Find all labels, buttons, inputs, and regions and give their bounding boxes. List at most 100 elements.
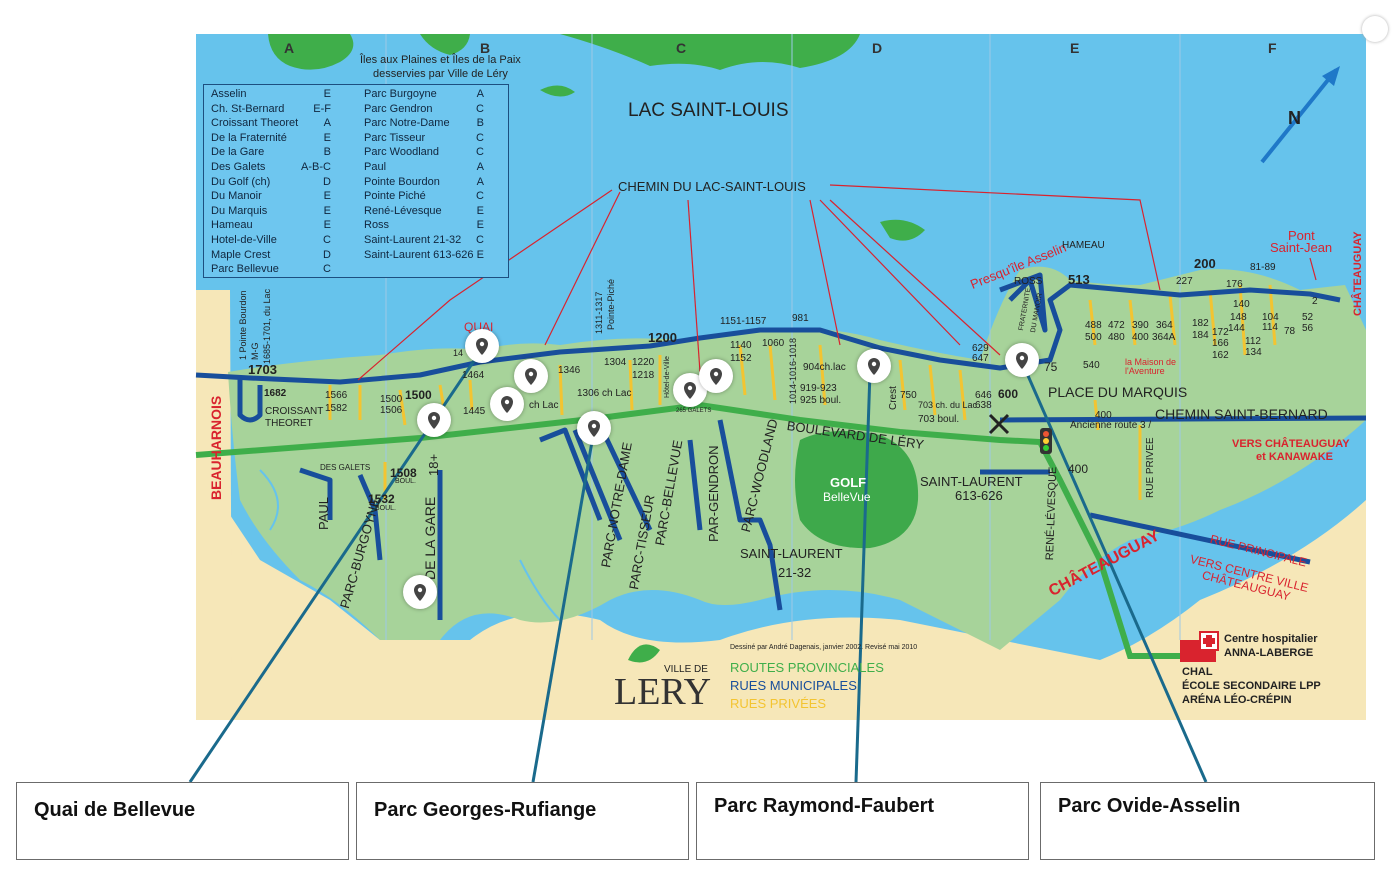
- civic-number: 200: [1194, 256, 1216, 271]
- civic-number: 75: [1044, 360, 1058, 374]
- map-pin-icon[interactable]: [577, 411, 611, 445]
- index-grid: E: [323, 131, 331, 144]
- index-street: Parc Bellevue: [211, 263, 279, 276]
- private-roads: [328, 284, 1277, 500]
- civic-number: 703 ch. du Lac: [918, 400, 978, 410]
- map-pin-icon[interactable]: [699, 359, 733, 393]
- index-street: Du Golf (ch): [211, 175, 271, 188]
- index-street: Des Galets: [211, 160, 266, 173]
- saint-laurent-e-label: SAINT-LAURENT: [920, 474, 1023, 489]
- num-1685-label: 1685-1701, du Lac: [262, 288, 272, 364]
- index-grid: E: [323, 219, 331, 232]
- civic-number: 162: [1212, 350, 1229, 361]
- municipal-roads: [195, 272, 1367, 620]
- map-pin-icon[interactable]: [1005, 343, 1039, 377]
- callout-parc-ovide-asselin: Parc Ovide-Asselin: [1040, 782, 1375, 860]
- civic-number: 1508: [390, 466, 417, 480]
- civic-number: 1506: [380, 405, 403, 416]
- hospital-line-2: ANNA-LABERGE: [1224, 647, 1314, 659]
- civic-number: 78: [1284, 326, 1296, 337]
- map-pin-icon[interactable]: [857, 349, 891, 383]
- chemin-lac-label: CHEMIN DU LAC-SAINT-LOUIS: [618, 179, 806, 194]
- index-grid: C: [476, 190, 484, 203]
- civic-number: 172: [1212, 327, 1229, 338]
- civic-number: 14: [453, 348, 464, 358]
- civic-number: 184: [1192, 330, 1209, 341]
- map-pin-icon[interactable]: [514, 359, 548, 393]
- index-grid: E: [323, 204, 331, 217]
- civic-number: 1220: [632, 357, 655, 368]
- civic-number: 472: [1108, 320, 1125, 331]
- river-west: [259, 469, 561, 621]
- civic-number: 750: [900, 390, 917, 401]
- civic-number: 182: [1192, 318, 1209, 329]
- index-grid: E-F: [313, 102, 331, 115]
- legend-municipal: RUES MUNICIPALES: [730, 678, 857, 693]
- maison-label: la Maison de l'Aventure: [1125, 357, 1177, 376]
- de-la-gare-label: DE LA GARE: [422, 496, 438, 580]
- map-pin-icon[interactable]: [465, 329, 499, 363]
- civic-number: 1682: [264, 388, 287, 399]
- index-street: Pointe Bourdon: [364, 175, 440, 188]
- leader-lines: [357, 184, 1317, 381]
- index-row: René-Lévesque E: [364, 204, 484, 219]
- index-street: Saint-Laurent 21-32: [364, 233, 462, 246]
- index-street: René-Lévesque: [364, 204, 442, 217]
- index-row: Du Golf (ch)D: [211, 175, 331, 190]
- hospital-line-1: Centre hospitalier: [1224, 633, 1318, 645]
- des-galets-label: DES GALETS: [320, 463, 371, 472]
- pont-label: Pont: [1288, 228, 1315, 243]
- index-street: Parc Burgoyne: [364, 88, 437, 100]
- saint-laurent-c-label: SAINT-LAURENT: [740, 546, 843, 561]
- index-street: Parc Tisseur: [364, 131, 426, 144]
- civic-number: 1152: [730, 353, 752, 364]
- civic-number: 140: [1233, 299, 1250, 310]
- golf-label: GOLF: [830, 475, 867, 490]
- parc-gendron-label: PAR-GENDRON: [706, 445, 721, 542]
- crest-label: Crest: [888, 386, 899, 410]
- pointe-piche-label: Pointe-Piché: [606, 278, 616, 330]
- civic-number: 166: [1212, 338, 1229, 349]
- civic-number: 1582: [325, 403, 348, 414]
- civic-number: 1500: [405, 388, 432, 402]
- map-pin-icon[interactable]: [403, 575, 437, 609]
- screenshot-corner-icon[interactable]: [1362, 16, 1388, 42]
- civic-number: 1532: [368, 492, 395, 506]
- civic-number: 1703: [248, 362, 277, 377]
- civic-number: 81-89: [1250, 262, 1276, 273]
- index-grid: C: [323, 263, 331, 276]
- civic-number: 400: [1068, 462, 1089, 476]
- index-grid: C: [323, 233, 331, 246]
- pin-glyph-icon: [525, 368, 537, 385]
- pin-glyph-icon: [868, 358, 880, 375]
- index-grid: E: [476, 204, 484, 217]
- map-pin-icon[interactable]: [490, 387, 524, 421]
- arena-label: ARÉNA LÉO-CRÉPIN: [1182, 694, 1292, 706]
- ville-de-label: VILLE DE: [664, 664, 708, 675]
- saint-laurent-e-num: 613-626: [955, 488, 1003, 503]
- island-c: [560, 34, 860, 70]
- vers-chateauguay-label: VERS CHÂTEAUGUAY: [1232, 438, 1350, 450]
- civic-number: 144: [1228, 323, 1245, 334]
- index-street: Hotel-de-Ville: [211, 233, 277, 246]
- callout-label: Parc Ovide-Asselin: [1058, 795, 1241, 817]
- civic-number: 513: [1068, 272, 1090, 287]
- civic-number: 227: [1176, 276, 1193, 287]
- civic-number: BOUL.: [375, 505, 397, 512]
- civic-number: 1566: [325, 390, 348, 401]
- golf-course: [795, 431, 919, 549]
- map-pin-icon[interactable]: [417, 403, 451, 437]
- index-grid: C: [476, 102, 484, 115]
- hospital-icon: [1180, 631, 1219, 662]
